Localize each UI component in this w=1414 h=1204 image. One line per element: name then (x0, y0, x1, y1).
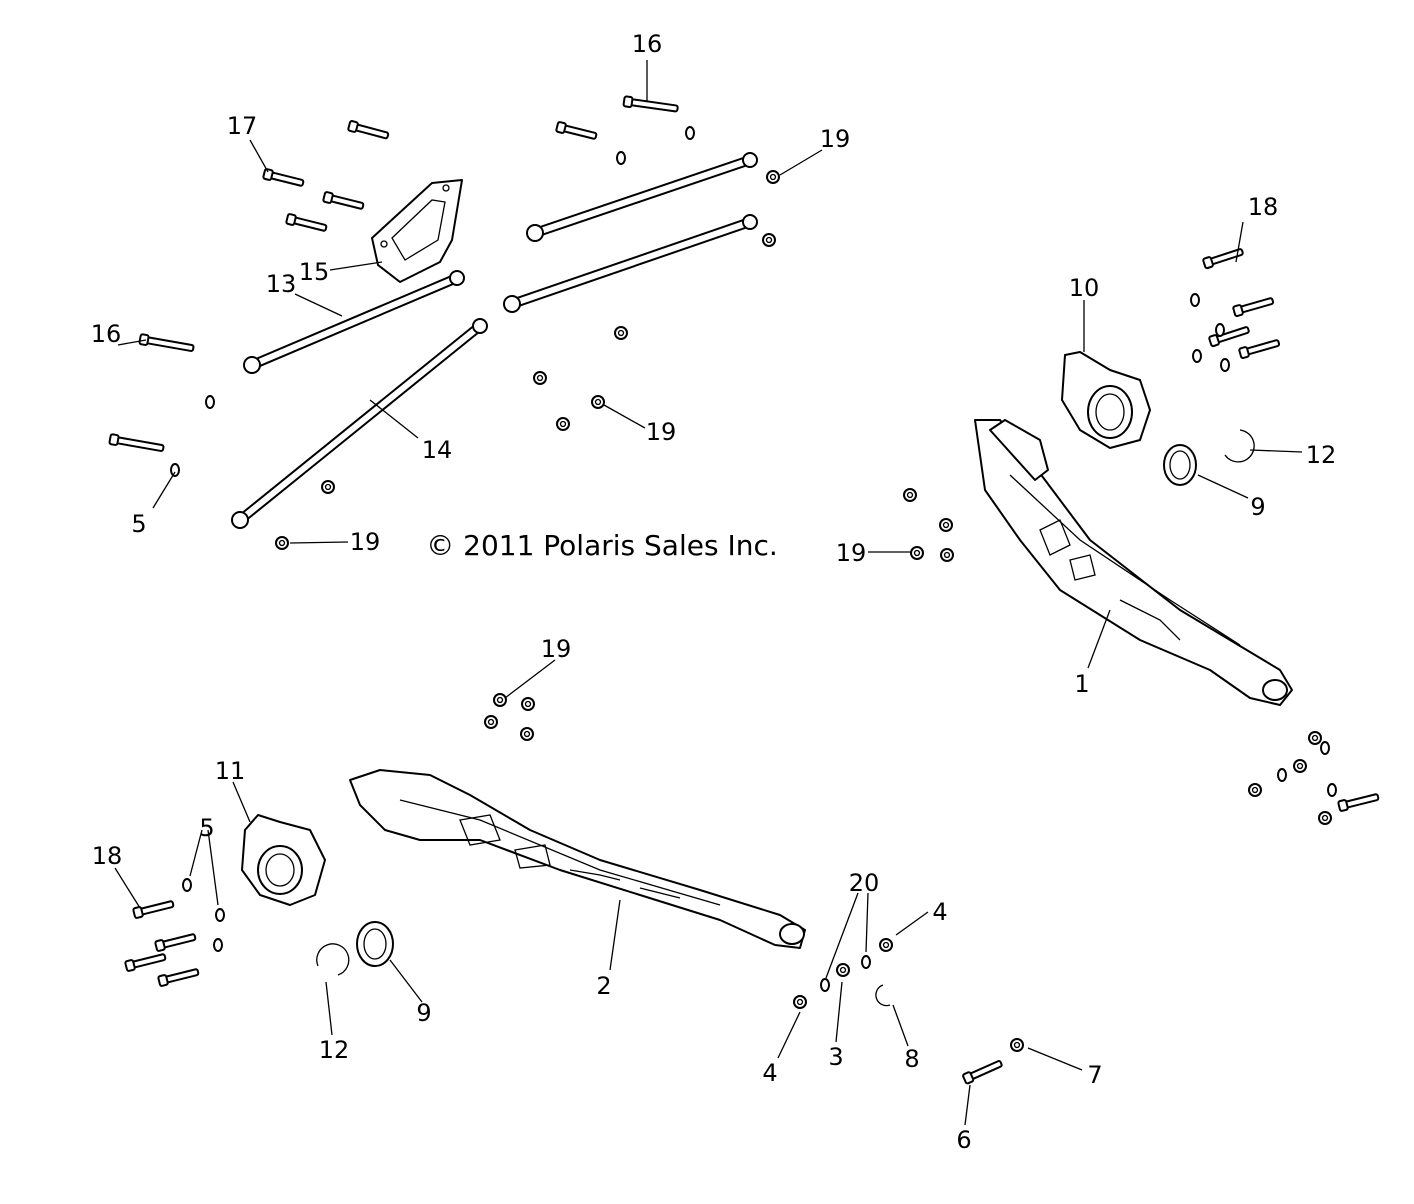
callout-15: 15 (299, 258, 330, 286)
bearing-9-right (1163, 444, 1197, 486)
callout-16-left: 16 (91, 320, 122, 348)
control-rod-upper-b (503, 214, 758, 313)
callout-9-left: 9 (416, 999, 431, 1027)
callout-5-left: 5 (131, 510, 146, 538)
hardware-washers (170, 126, 1337, 1007)
leader-lines (114, 60, 1303, 1126)
copyright-notice: © 2011 Polaris Sales Inc. (426, 529, 778, 562)
bearing-carrier-11 (241, 814, 326, 906)
snap-ring-12-right (1224, 429, 1255, 463)
mounting-bracket-15 (371, 179, 463, 283)
callout-9-right: 9 (1250, 493, 1265, 521)
callout-19-right: 19 (836, 539, 867, 567)
callout-8: 8 (904, 1045, 919, 1073)
callout-19-left: 19 (350, 528, 381, 556)
callout-5-lower: 5 (199, 814, 214, 842)
control-rod-upper-a (526, 152, 758, 242)
callout-4-right: 4 (932, 898, 947, 926)
callout-17: 17 (227, 112, 258, 140)
callout-19-top: 19 (820, 125, 851, 153)
trailing-arm-2 (349, 769, 806, 949)
callout-1: 1 (1074, 670, 1089, 698)
callout-10: 10 (1069, 274, 1100, 302)
bearing-9-left (356, 921, 394, 967)
callout-14: 14 (422, 436, 453, 464)
callout-19-mid: 19 (646, 418, 677, 446)
bearing-carrier-10 (1061, 351, 1151, 449)
link-rod-14 (231, 318, 488, 529)
trailing-arm-1 (974, 419, 1293, 706)
callout-labels: 16 17 19 15 18 10 16 13 14 19 12 9 5 19 … (91, 30, 1337, 1154)
callout-4-lower: 4 (762, 1059, 777, 1087)
snap-ring-12-left (316, 943, 350, 976)
callout-19-lower: 19 (541, 635, 572, 663)
callout-7: 7 (1087, 1061, 1102, 1089)
link-rod-13 (243, 270, 465, 374)
callout-3: 3 (828, 1043, 843, 1071)
callout-16-top: 16 (632, 30, 663, 58)
callout-11: 11 (215, 757, 246, 785)
callout-18-right: 18 (1248, 193, 1279, 221)
callout-20: 20 (849, 869, 880, 897)
hardware-bolts (108, 95, 1381, 1086)
callout-2: 2 (596, 972, 611, 1000)
callout-6: 6 (956, 1126, 971, 1154)
callout-12-right: 12 (1306, 441, 1337, 469)
callout-12-left: 12 (319, 1036, 350, 1064)
callout-18-left: 18 (92, 842, 123, 870)
callout-13: 13 (266, 270, 297, 298)
